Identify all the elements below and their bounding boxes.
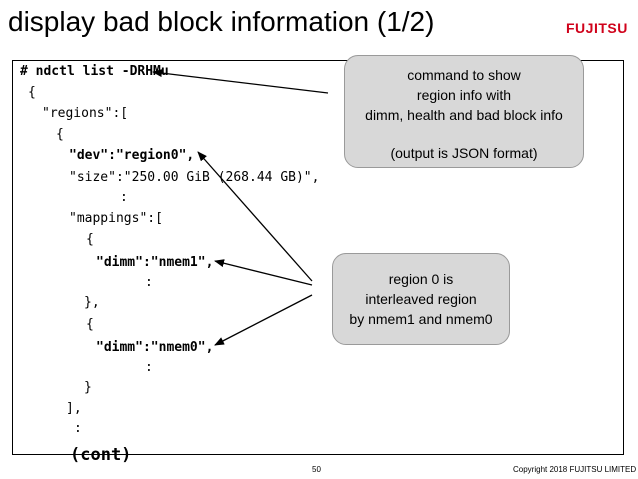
code-line: : [74,421,82,436]
arrow-to-command [152,69,329,94]
arrow-to-region0 [197,151,313,282]
arrow-to-nmem1 [214,259,313,286]
callout-command-line2: region info with [416,87,512,103]
code-line: { [28,85,36,100]
copyright: Copyright 2018 FUJITSU LIMITED [513,465,637,474]
callout-region-line1: region 0 is [388,271,454,287]
callout-command-line4: (output is JSON format) [390,145,538,161]
slide-title: display bad block information (1/2) [8,6,435,37]
code-line: { [86,232,94,247]
code-box [12,60,624,455]
callout-command-line1: command to show [407,67,521,83]
code-line: } [84,380,92,395]
callout-command: command to show region info with dimm, h… [344,55,584,168]
code-line-dimm-nmem0: "dimm":"nmem0", [96,340,214,355]
callout-region-line3: by nmem1 and nmem0 [349,311,493,327]
code-line: { [56,127,64,142]
fujitsu-logo: FUJITSU [566,20,628,36]
code-line: "size":"250.00 GiB (268.44 GB)", [69,170,320,185]
code-line: }, [84,295,100,310]
code-line: { [86,317,94,332]
callout-region-line2: interleaved region [365,291,477,307]
code-line-dimm-nmem1: "dimm":"nmem1", [96,255,214,270]
code-line-cont: (cont) [70,445,132,465]
code-line: "regions":[ [42,106,129,121]
code-line: ], [66,401,82,416]
callout-region: region 0 is interleaved region by nmem1 … [332,253,510,345]
code-line: : [120,190,128,205]
arrow-to-nmem0 [214,294,313,346]
code-line: : [145,275,153,290]
callout-command-line3: dimm, health and bad block info [365,107,563,123]
code-line-dev: "dev":"region0", [69,148,195,163]
code-line: : [145,360,153,375]
code-line: "mappings":[ [69,211,163,226]
page-number: 50 [312,465,321,474]
